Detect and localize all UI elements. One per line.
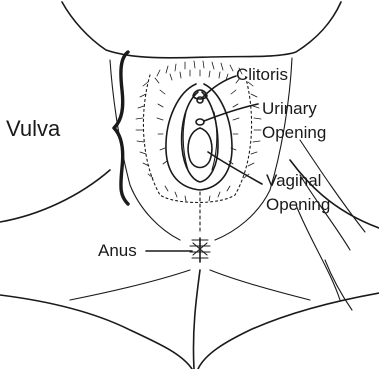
clitoris-glans — [197, 97, 203, 103]
bottom-left-crease — [70, 270, 190, 300]
label-anus: Anus — [98, 241, 137, 260]
gluteal-cleft — [193, 270, 200, 369]
label-vaginal-line2: Opening — [266, 195, 330, 214]
label-vaginal-line1: Vaginal — [266, 171, 321, 190]
urinary-opening-shape — [196, 119, 204, 125]
right-leg-crease-3 — [296, 205, 340, 300]
label-urinary-line1: Urinary — [262, 99, 317, 118]
anus-shape — [190, 238, 210, 262]
left-leg-lower-outline — [0, 295, 192, 369]
label-urinary-line2: Opening — [262, 123, 326, 142]
right-leg-lower-outline — [198, 293, 379, 369]
vaginal-opening-shape — [188, 128, 212, 168]
labia-majora-outer — [166, 84, 232, 190]
label-vulva: Vulva — [6, 116, 61, 141]
label-clitoris: Clitoris — [236, 65, 288, 84]
vulva-dotted-boundary — [143, 75, 251, 203]
right-leg-crease-4 — [325, 260, 352, 310]
vaginal-leader-line — [208, 152, 262, 184]
body-outline-top — [62, 2, 341, 58]
left-thigh-outline — [0, 170, 110, 222]
bottom-right-crease — [210, 270, 310, 300]
urinary-leader-line — [204, 104, 258, 121]
vulva-bracket — [114, 52, 128, 204]
